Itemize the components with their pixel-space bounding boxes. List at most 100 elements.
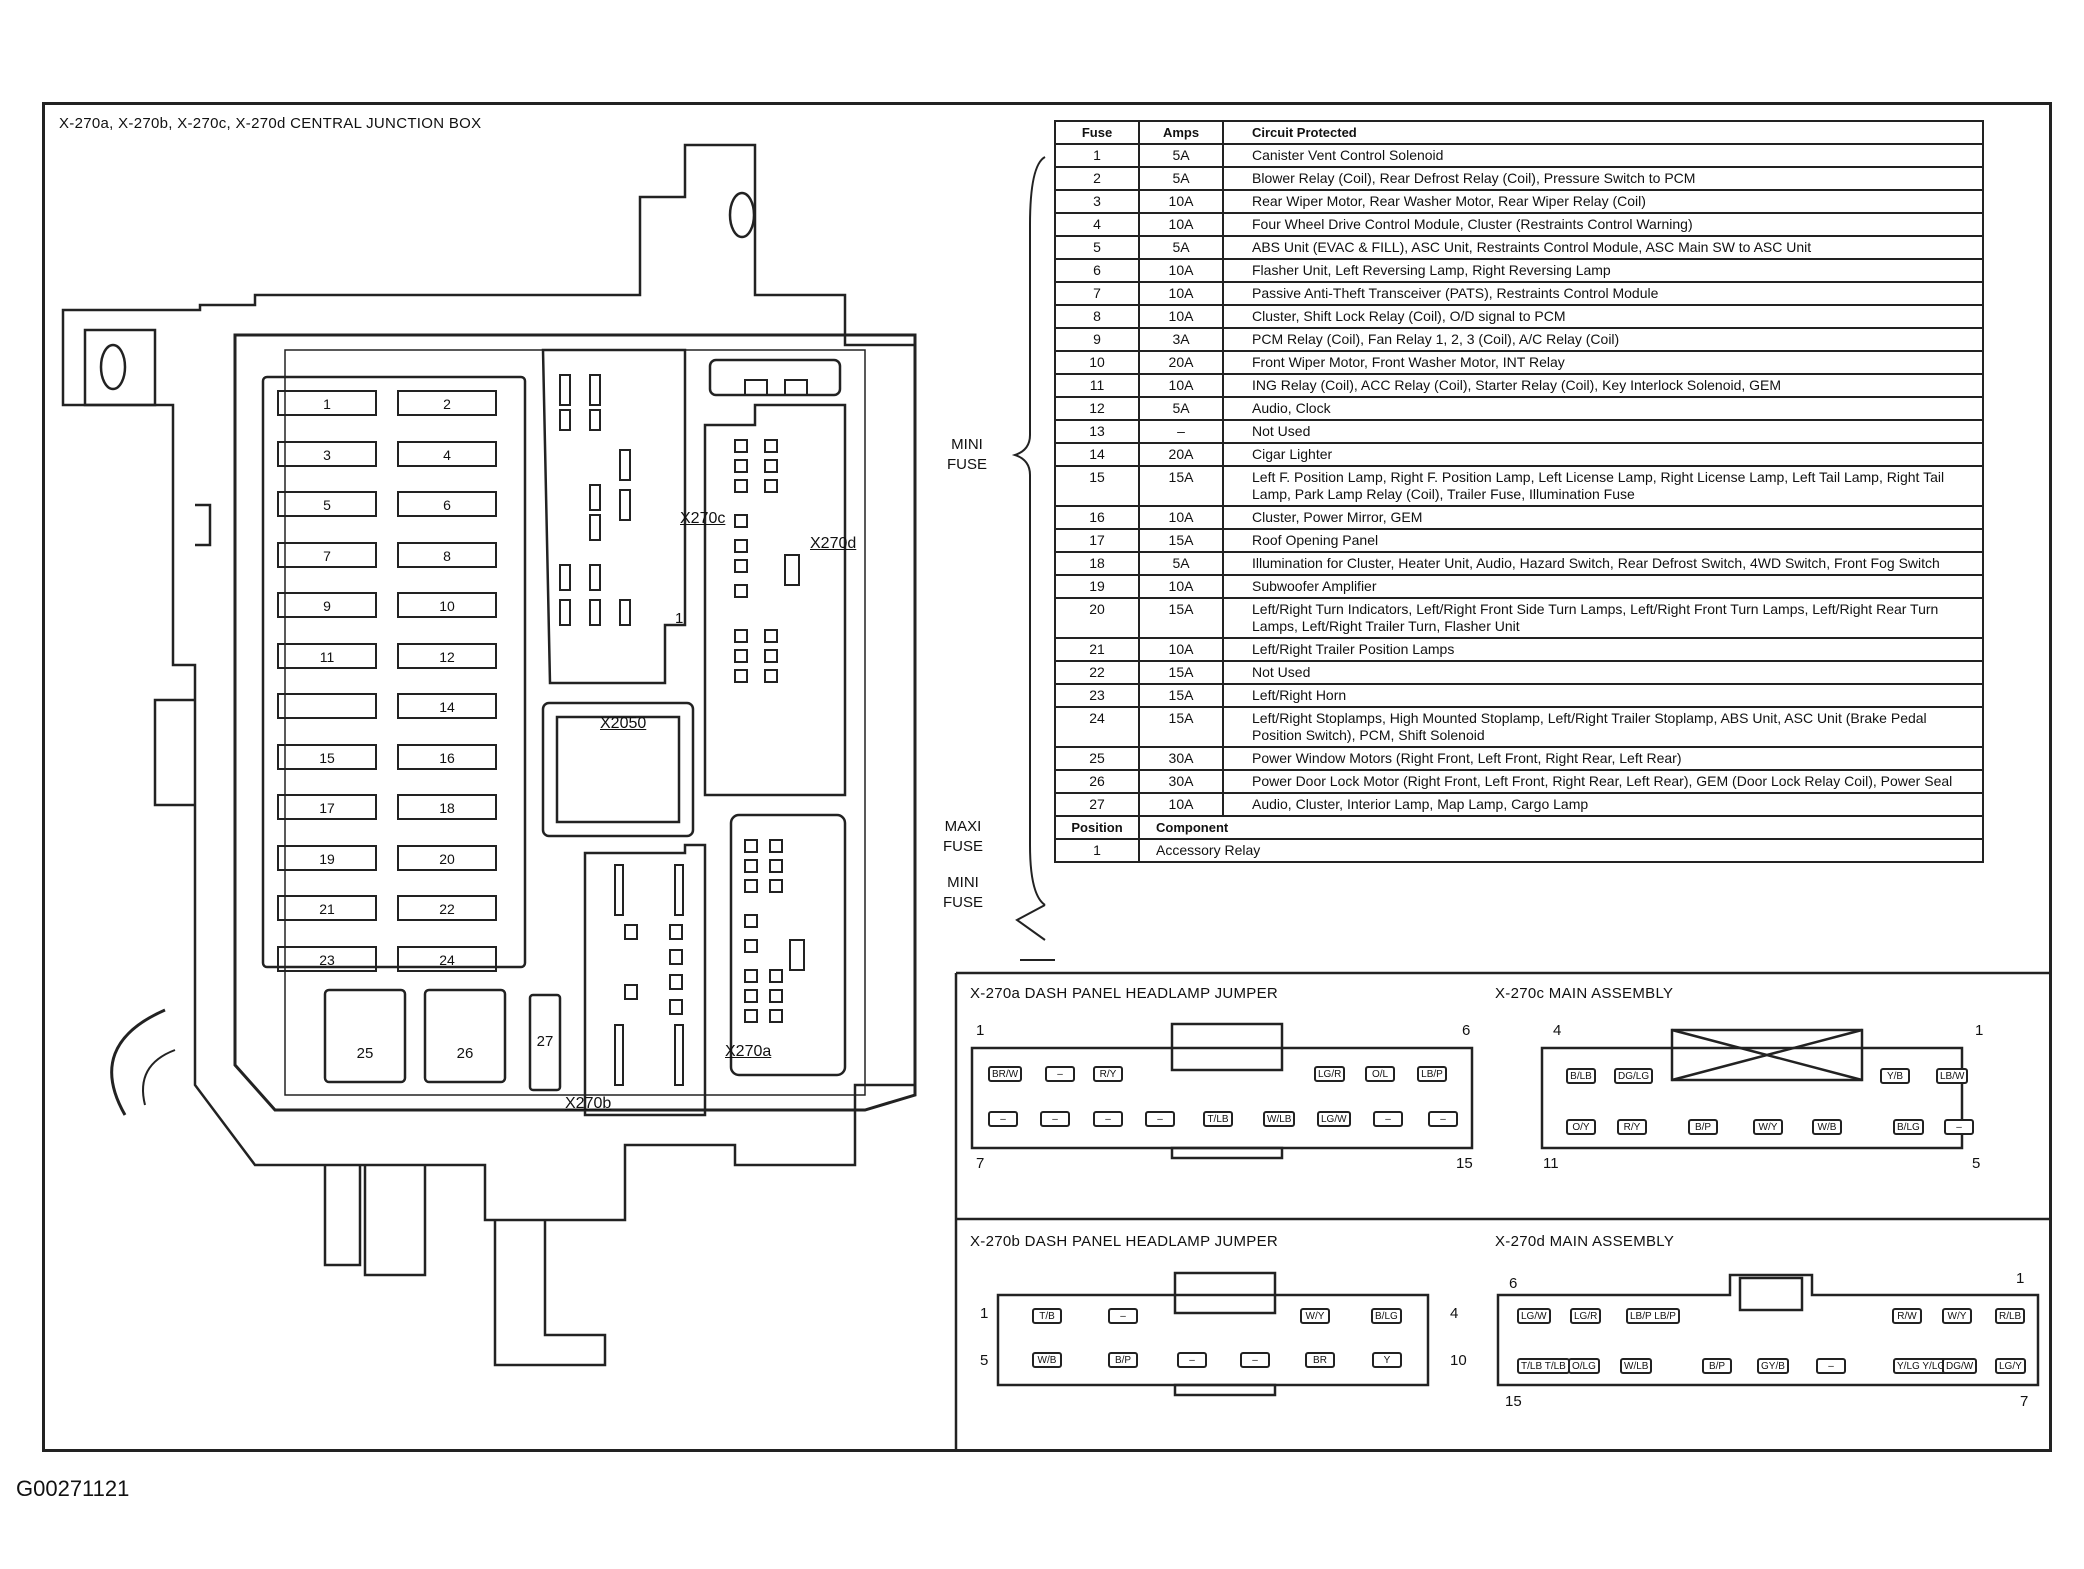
x2050-label: X2050 <box>600 715 647 732</box>
x270c-label: X270c <box>680 510 726 527</box>
fuse-amps-cell: 5A <box>1138 235 1224 260</box>
x270a-terminal: – <box>988 1111 1018 1127</box>
x270b-terminal: B/P <box>1108 1352 1138 1368</box>
fuse-circuit-cell: Left/Right Turn Indicators, Left/Right F… <box>1222 597 1984 639</box>
fuse-circuit-cell: Rear Wiper Motor, Rear Washer Motor, Rea… <box>1222 189 1984 214</box>
mini-fuse-slot: 3 <box>277 440 377 467</box>
x270d-terminal: B/P <box>1702 1358 1732 1374</box>
fuse-fuse-cell: 9 <box>1054 327 1140 352</box>
position-cell: 1 <box>1054 838 1140 863</box>
fuse-fuse-cell: 25 <box>1054 746 1140 771</box>
x270c-pin-number: 5 <box>1972 1155 1981 1172</box>
x270a-pin-number: 6 <box>1462 1022 1471 1039</box>
fuse-circuit-cell: Illumination for Cluster, Heater Unit, A… <box>1222 551 1984 576</box>
x270b-pin-number: 4 <box>1450 1305 1459 1322</box>
fuse-fuse-cell: 20 <box>1054 597 1140 639</box>
mini-fuse-slot: 18 <box>397 794 497 820</box>
mini-fuse-number: 10 <box>439 598 455 614</box>
mini-fuse-slot: 8 <box>397 541 497 568</box>
mini-fuse-slot: 7 <box>277 541 377 568</box>
mini-fuse-number: 24 <box>439 951 455 968</box>
x270d-pin-number: 6 <box>1509 1275 1518 1292</box>
x270b-connector-title: X-270b DASH PANEL HEADLAMP JUMPER <box>970 1233 1279 1250</box>
x270d-terminal: W/LB <box>1620 1358 1653 1374</box>
mini-fuse-slot: 9 <box>277 592 377 618</box>
x270a-terminal: – <box>1093 1111 1123 1127</box>
x270b-terminal: W/B <box>1032 1352 1062 1368</box>
fuse-amps-cell: 5A <box>1138 166 1224 191</box>
fuse-amps-cell: 20A <box>1138 442 1224 467</box>
x270c-terminal: R/Y <box>1617 1119 1647 1135</box>
mini-fuse-number: 8 <box>443 547 451 564</box>
x270d-terminal: T/LB T/LB <box>1517 1358 1570 1374</box>
fuse-fuse-cell: 6 <box>1054 258 1140 283</box>
mini-fuse-slot <box>277 693 377 719</box>
x270a-pin-number: 1 <box>976 1022 985 1039</box>
fuse-fuse-cell: 3 <box>1054 189 1140 214</box>
fuse-circuit-cell: Front Wiper Motor, Front Washer Motor, I… <box>1222 350 1984 375</box>
mini-fuse-slot: 4 <box>397 440 497 467</box>
x270a-terminal: – <box>1373 1111 1403 1127</box>
x270a-label: X270a <box>725 1043 772 1060</box>
x270b-pin-number: 1 <box>980 1305 989 1322</box>
x270a-terminal: – <box>1045 1066 1075 1082</box>
mini-fuse-number: 17 <box>319 800 335 816</box>
mini-fuse-label-top: MINI FUSE <box>947 436 988 473</box>
x270a-terminal: W/LB <box>1263 1111 1296 1127</box>
amps-column-header: Amps <box>1138 120 1224 145</box>
fuse-amps-cell: 5A <box>1138 551 1224 576</box>
x270c-terminal: DG/LG <box>1614 1068 1654 1084</box>
mini-fuse-slot: 15 <box>277 743 377 770</box>
fuse-circuit-cell: Not Used <box>1222 660 1984 685</box>
mini-fuse-number: 22 <box>439 901 455 917</box>
fuse-fuse-cell: 23 <box>1054 683 1140 708</box>
mini-fuse-slot: 11 <box>277 642 377 669</box>
x270b-pin-number: 10 <box>1450 1352 1467 1369</box>
fuse-fuse-cell: 14 <box>1054 442 1140 467</box>
fuse-circuit-cell: Left/Right Trailer Position Lamps <box>1222 637 1984 662</box>
mini-fuse-slot: 20 <box>397 844 497 871</box>
fuse-fuse-cell: 12 <box>1054 396 1140 421</box>
fuse-amps-cell: 15A <box>1138 683 1224 708</box>
fuse-circuit-cell: Audio, Clock <box>1222 396 1984 421</box>
x270d-terminal: R/LB <box>1995 1308 2026 1324</box>
mini-fuse-number: 16 <box>439 749 455 766</box>
fuse-circuit-cell: Canister Vent Control Solenoid <box>1222 143 1984 168</box>
mini-fuse-number: 4 <box>443 446 451 463</box>
mini-fuse-number: 20 <box>439 850 455 867</box>
fuse-circuit-cell: Four Wheel Drive Control Module, Cluster… <box>1222 212 1984 237</box>
x270d-terminal: Y/LG Y/LG <box>1893 1358 1950 1374</box>
fuse-amps-cell: 10A <box>1138 574 1224 599</box>
fuse-amps-cell: 3A <box>1138 327 1224 352</box>
fuse-amps-cell: 15A <box>1138 597 1224 639</box>
fuse-fuse-cell: 18 <box>1054 551 1140 576</box>
fuse-table-row: 13–Not Used <box>1054 419 1984 444</box>
fuse-circuit-cell: Subwoofer Amplifier <box>1222 574 1984 599</box>
x270d-label: X270d <box>810 535 857 552</box>
fuse-circuit-cell: Power Window Motors (Right Front, Left F… <box>1222 746 1984 771</box>
x270b-terminal: – <box>1108 1308 1138 1324</box>
x270d-terminal: LG/R <box>1570 1308 1602 1324</box>
fuse-circuit-cell: Blower Relay (Coil), Rear Defrost Relay … <box>1222 166 1984 191</box>
mini-fuse-number: 1 <box>323 396 331 412</box>
fuse-amps-cell: 5A <box>1138 396 1224 421</box>
mini-fuse-number: 21 <box>319 901 335 917</box>
x270b-terminal: BR <box>1305 1352 1335 1368</box>
maxi-fuse-25-label: 25 <box>356 1045 374 1062</box>
fuse-amps-cell: 15A <box>1138 528 1224 553</box>
fuse-circuit-cell: Left/Right Stoplamps, High Mounted Stopl… <box>1222 706 1984 748</box>
mini-fuse-slot: 1 <box>277 390 377 416</box>
